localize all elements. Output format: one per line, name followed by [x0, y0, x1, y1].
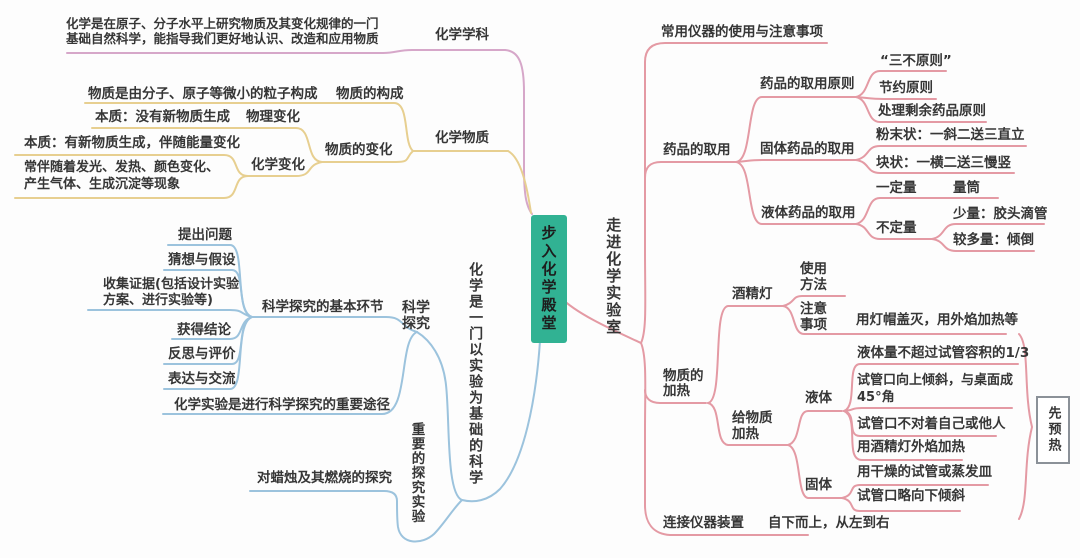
node-science-label: 化学是一门以实验为基础的科学	[467, 262, 484, 486]
node-heat-solid-tip-2: 试管口略向下倾斜	[857, 488, 965, 504]
node-preheat: 先预热	[1036, 396, 1070, 464]
node-physical-label: 物理变化	[246, 109, 300, 125]
node-chemical-label: 化学变化	[251, 157, 305, 173]
node-inquiry-note: 化学实验是进行科学探究的重要途径	[174, 397, 390, 413]
node-chemical-phenomena: 常伴随着发光、发热、颜色变化、产生气体、生成沉淀等现象	[24, 160, 220, 192]
node-liquid-fixed-label: 一定量	[876, 180, 917, 196]
node-heat-liquid-tip-3: 试管口不对着自己或他人	[857, 416, 1006, 432]
node-connect-rule: 自下而上，从左到右	[768, 515, 890, 531]
node-solid-reagent-label: 固体药品的取用	[760, 141, 855, 157]
node-inquiry-step-1: 提出问题	[178, 227, 232, 243]
node-lamp-usage: 使用方法	[800, 261, 827, 293]
node-inquiry-step-6: 表达与交流	[168, 371, 236, 387]
node-subject-desc: 化学是在原子、分子水平上研究物质及其变化规律的一门基础自然科学，能指导我们更好地…	[66, 16, 379, 46]
node-connect-label: 连接仪器装置	[663, 515, 744, 531]
node-reagent-principle-label: 药品的取用原则	[760, 76, 855, 92]
node-subject-label: 化学学科	[435, 27, 489, 43]
node-liquid-fixed-tool: 量筒	[953, 180, 980, 196]
node-reagent-rule-1: “三不原则”	[880, 53, 952, 69]
node-inquiry-step-2: 猜想与假设	[168, 252, 236, 268]
node-reagent-rule-2: 节约原则	[879, 80, 933, 96]
node-change-label: 物质的变化	[325, 142, 393, 158]
node-lamp-caution: 注意事项	[800, 301, 827, 333]
node-candle-experiment: 对蜡烛及其燃烧的探究	[257, 470, 392, 486]
central-topic-label: 步入化学殿堂	[539, 225, 558, 333]
node-inquiry-step-4: 获得结论	[177, 322, 231, 338]
node-preheat-label: 先预热	[1045, 406, 1061, 454]
node-chemical-essence: 本质：有新物质生成，伴随能量变化	[24, 135, 240, 151]
node-heat-solid-label: 固体	[805, 477, 832, 493]
node-inquiry-step-5: 反思与评价	[168, 346, 236, 362]
node-composition-desc: 物质是由分子、原子等微小的粒子构成	[88, 86, 318, 102]
node-lamp-caution-detail: 用灯帽盖灭，用外焰加热等	[856, 312, 1018, 328]
node-liquid-unfixed-more: 较多量：倾倒	[953, 232, 1034, 248]
central-topic: 步入化学殿堂	[531, 215, 567, 343]
node-lamp-label: 酒精灯	[732, 286, 773, 302]
node-solid-powder: 粉末状：一斜二送三直立	[876, 127, 1025, 143]
node-inquiry-step-3: 收集证据(包括设计实验方案、进行实验等)	[103, 277, 239, 308]
node-substance-label: 化学物质	[435, 130, 489, 146]
node-reagent-label: 药品的取用	[663, 142, 731, 158]
node-heat-liquid-tip-1: 液体量不超过试管容积的1/3	[857, 345, 1030, 361]
node-lab-label: 走进化学实验室	[604, 217, 623, 336]
node-reagent-rule-3: 处理剩余药品原则	[878, 103, 986, 119]
node-heat-liquid-label: 液体	[805, 390, 832, 406]
node-physical-essence: 本质：没有新物质生成	[95, 109, 230, 125]
node-composition-label: 物质的构成	[336, 86, 404, 102]
node-heat-label: 给物质加热	[732, 410, 773, 442]
node-inquiry-steps-title: 科学探究的基本环节	[262, 299, 384, 315]
node-liquid-unfixed-small: 少量：胶头滴管	[953, 206, 1048, 222]
node-instruments: 常用仪器的使用与注意事项	[661, 24, 823, 40]
node-inquiry-label: 科学探究	[402, 300, 430, 332]
node-liquid-unfixed-label: 不定量	[876, 220, 917, 236]
node-heat-liquid-tip-2: 试管口向上倾斜，与桌面成45°角	[857, 373, 1014, 405]
node-solid-lump: 块状：一横二送三慢竖	[876, 155, 1011, 171]
node-heat-solid-tip-1: 用干燥的试管或蒸发皿	[857, 464, 992, 480]
node-heat-liquid-tip-4: 用酒精灯外焰加热	[857, 439, 965, 455]
node-heating-label: 物质的加热	[663, 368, 704, 399]
node-liquid-reagent-label: 液体药品的取用	[761, 205, 856, 221]
node-key-experiments-label: 重要的探究实验	[408, 422, 425, 524]
